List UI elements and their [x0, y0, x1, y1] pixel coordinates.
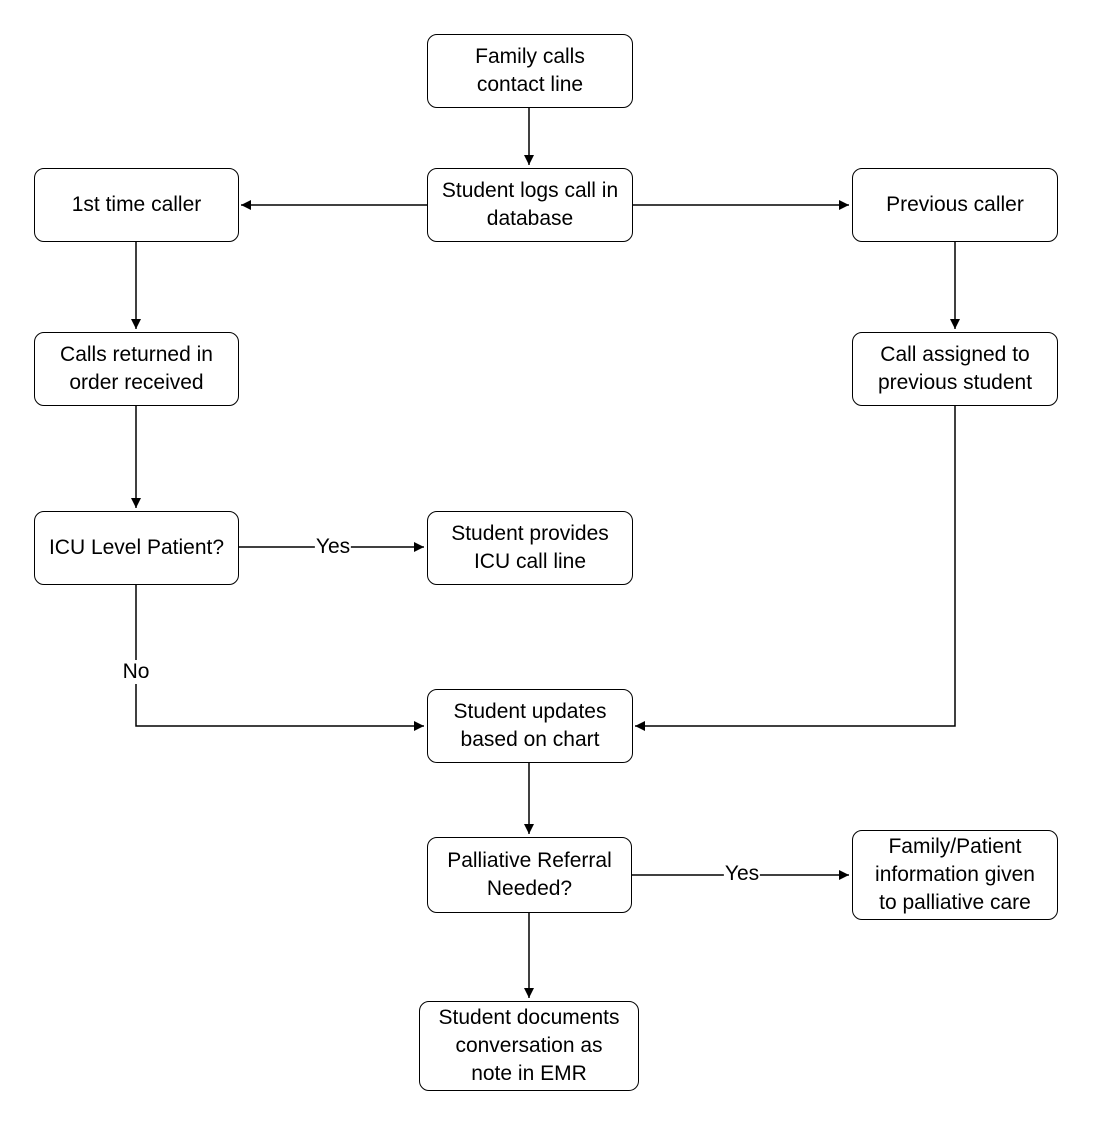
edge-label-icu-no: No — [121, 660, 151, 684]
edge-label-icu-yes: Yes — [314, 535, 352, 559]
arrow-icu-no-to-updates — [135, 585, 424, 731]
node-previous-caller-text: Previous caller — [886, 193, 1024, 216]
node-first-time-caller: 1st time caller — [34, 168, 239, 242]
node-first-time-caller-text: 1st time caller — [71, 193, 202, 216]
node-previous-caller: Previous caller — [852, 168, 1058, 242]
node-icu-level: ICU Level Patient? — [34, 511, 239, 585]
edge-label-palliative-yes: Yes — [723, 862, 761, 886]
arrow-assigned-to-updates — [635, 406, 956, 731]
node-icu-level-text: ICU Level Patient? — [48, 536, 225, 559]
